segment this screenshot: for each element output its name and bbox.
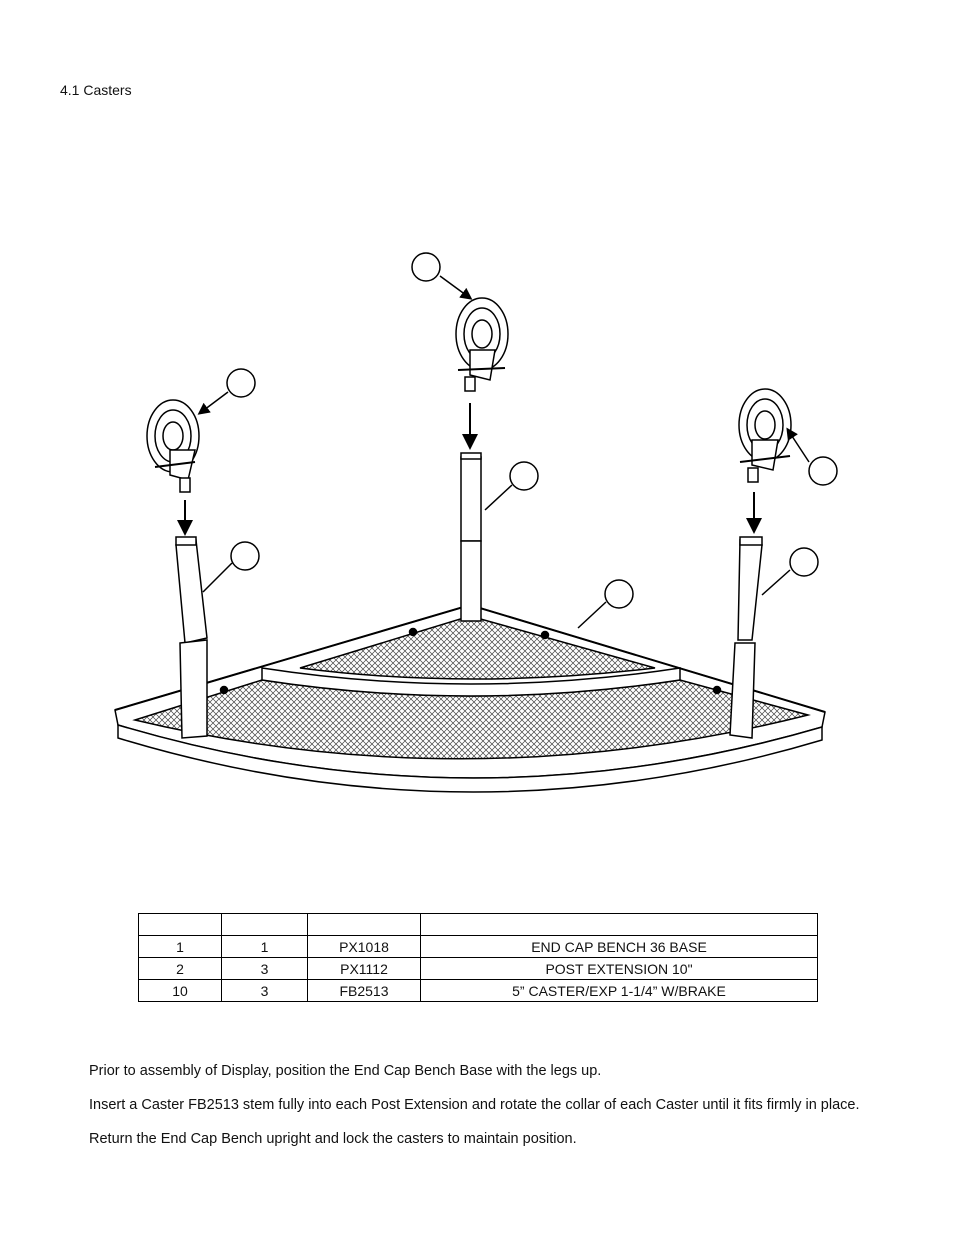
section-heading: 4.1 Casters: [60, 82, 132, 98]
instruction-step: Prior to assembly of Display, position t…: [89, 1063, 602, 1079]
part-number: FB2513: [307, 979, 421, 1002]
bench-rail-inner: [261, 667, 681, 697]
caster-center: [455, 297, 509, 392]
column-header: [420, 913, 818, 936]
table-row: 2 3 PX1112 POST EXTENSION 10": [138, 957, 818, 980]
instruction-step: Insert a Caster FB2513 stem fully into e…: [89, 1097, 860, 1113]
callout-balloon: [789, 547, 819, 577]
bolt: [540, 630, 550, 640]
bolt: [712, 685, 722, 695]
callout-balloon: [808, 456, 838, 486]
assembly-diagram: [114, 252, 838, 793]
callout-balloon: [509, 461, 539, 491]
quantity: 3: [221, 979, 308, 1002]
bench-mesh-rear: [299, 615, 656, 680]
column-header: [307, 913, 421, 936]
bench-base: [114, 603, 826, 793]
parts-table-header: [138, 913, 818, 936]
post-extension-center: [460, 452, 482, 622]
description: POST EXTENSION 10": [420, 957, 818, 980]
table-row: 10 3 FB2513 5” CASTER/EXP 1-1/4” W/BRAKE: [138, 979, 818, 1002]
instruction-step: Return the End Cap Bench upright and loc…: [89, 1131, 577, 1147]
instructions: Prior to assembly of Display, position t…: [89, 1062, 859, 1164]
part-number: PX1018: [307, 935, 421, 958]
item-number: 2: [138, 957, 222, 980]
quantity: 1: [221, 935, 308, 958]
callouts: [197, 252, 838, 629]
item-number: 1: [138, 935, 222, 958]
post-extension-right: [729, 536, 763, 739]
parts-table: 1 1 PX1018 END CAP BENCH 36 BASE 2 3 PX1…: [138, 913, 818, 1002]
column-header: [221, 913, 308, 936]
item-number: 10: [138, 979, 222, 1002]
bolt: [408, 627, 418, 637]
callout-balloon: [230, 541, 260, 571]
callout-balloon: [226, 368, 256, 398]
bolt: [219, 685, 229, 695]
caster-left: [146, 399, 200, 493]
table-row: 1 1 PX1018 END CAP BENCH 36 BASE: [138, 935, 818, 958]
column-header: [138, 913, 222, 936]
caster-right: [738, 388, 792, 483]
callout-balloon: [604, 579, 634, 609]
insertion-arrows: [177, 403, 762, 536]
description: 5” CASTER/EXP 1-1/4” W/BRAKE: [420, 979, 818, 1002]
description: END CAP BENCH 36 BASE: [420, 935, 818, 958]
part-number: PX1112: [307, 957, 421, 980]
callout-balloon: [411, 252, 441, 282]
post-extension-left: [175, 536, 208, 739]
quantity: 3: [221, 957, 308, 980]
